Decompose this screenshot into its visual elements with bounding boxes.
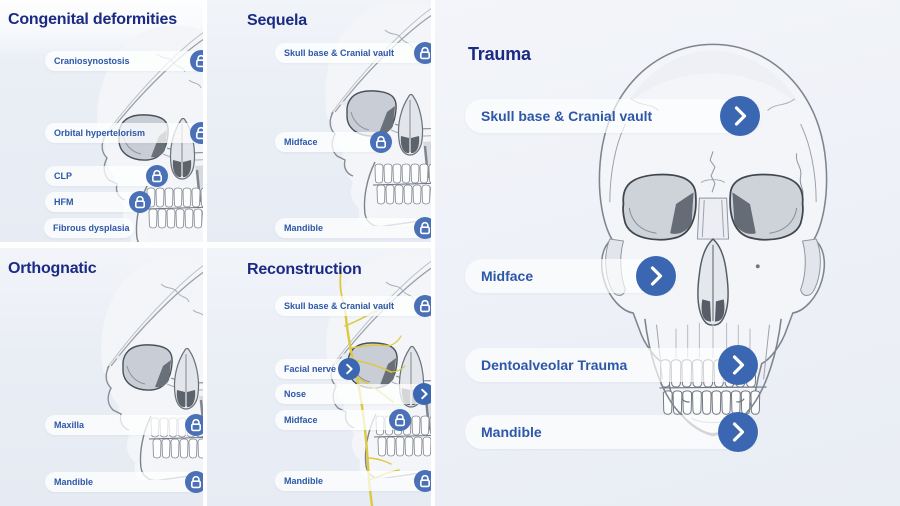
pill-midface[interactable]: Midface [465,256,677,296]
pill-label: Mandible [481,424,542,440]
panel-trauma: Trauma Skull base & Cranial vault Midfac… [435,0,900,506]
pill-dentoalveolar-trauma[interactable]: Dentoalveolar Trauma [465,345,759,385]
lock-icon[interactable] [190,50,203,72]
pill-label: Skull base & Cranial vault [284,48,395,58]
lock-icon[interactable] [414,295,431,317]
chevron-right-icon[interactable] [338,358,360,380]
skull-illustration-profile [67,250,203,480]
pill-label: Skull base & Cranial vault [481,108,653,124]
lock-icon[interactable] [185,471,203,493]
pill-label: Mandible [284,476,324,486]
pill-label: Nose [284,389,307,399]
page-title: Congenital deformities [8,11,177,28]
pill-label: Midface [284,415,318,425]
pill-label: Midface [284,137,318,147]
chevron-right-icon[interactable] [718,345,758,385]
chevron-right-icon[interactable] [718,412,758,452]
pill-label: HFM [54,197,74,207]
lock-icon[interactable] [190,122,203,144]
skull-illustration-front [567,36,859,446]
pill-label: Mandible [284,223,324,233]
pill-hfm[interactable]: HFM [45,191,151,213]
lock-icon[interactable] [146,165,168,187]
pill-midface[interactable]: Midface [275,409,411,431]
pill-facial-nerve[interactable]: Facial nerve [275,358,360,380]
pill-midface[interactable]: Midface [275,131,392,153]
pill-label: Fibrous dysplasia [53,223,130,233]
pill-label: Midface [481,268,534,284]
lock-icon[interactable] [370,131,392,153]
lock-icon[interactable] [414,217,431,239]
pill-skull-base-cranial-vault[interactable]: Skull base & Cranial vault [275,295,431,317]
pill-mandible[interactable]: Mandible [275,217,431,239]
lock-icon[interactable] [414,470,431,492]
pill-label: Craniosynostosis [54,56,130,66]
skull-illustration-profile [291,0,431,226]
pill-label: Dentoalveolar Trauma [481,357,628,373]
page-title: Sequela [247,12,307,29]
pill-nose[interactable]: Nose [275,383,431,405]
panel-congenital-deformities: Congenital deformities Craniosynostosis … [0,0,203,242]
pill-clp[interactable]: CLP [45,165,168,187]
chevron-right-icon[interactable] [636,256,676,296]
pill-skull-base-cranial-vault[interactable]: Skull base & Cranial vault [275,42,431,64]
pill-orbital-hypertelorism[interactable]: Orbital hypertelorism [45,122,203,144]
pill-mandible[interactable]: Mandible [465,412,759,452]
panel-reconstruction: Reconstruction Skull base & Cranial vaul… [207,248,431,506]
pill-skull-base-cranial-vault[interactable]: Skull base & Cranial vault [465,96,761,136]
panel-sequela: Sequela Skull base & Cranial vault Midfa… [207,0,431,242]
pill-label: Maxilla [54,420,85,430]
pill-label: Orbital hypertelorism [54,128,146,138]
page-title: Trauma [468,44,531,64]
chevron-right-icon[interactable] [413,383,431,405]
lock-icon[interactable] [129,191,151,213]
lock-icon[interactable] [414,42,431,64]
pill-label: Facial nerve [284,364,337,374]
panel-orthognatic: Orthognatic Maxilla Mandible [0,248,203,506]
page-title: Orthognatic [8,260,97,277]
lock-icon[interactable] [389,409,411,431]
pill-craniosynostosis[interactable]: Craniosynostosis [45,50,203,72]
pill-label: Mandible [54,477,94,487]
chevron-right-icon[interactable] [720,96,760,136]
page-title: Reconstruction [247,261,362,278]
pill-mandible[interactable]: Mandible [275,470,431,492]
pill-maxilla[interactable]: Maxilla [45,414,203,436]
lock-icon[interactable] [185,414,203,436]
pill-label: CLP [54,171,72,181]
pill-mandible[interactable]: Mandible [45,471,203,493]
pill-fibrous-dysplasia[interactable]: Fibrous dysplasia [44,218,134,238]
pill-label: Skull base & Cranial vault [284,301,395,311]
